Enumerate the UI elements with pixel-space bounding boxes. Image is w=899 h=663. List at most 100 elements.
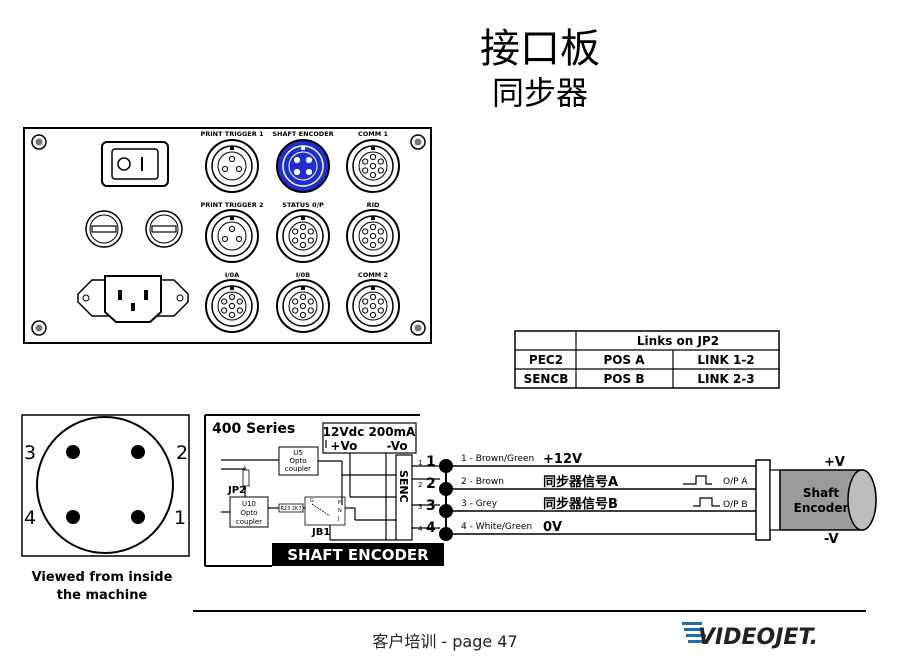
- u10-label: U10: [242, 500, 256, 508]
- jb1-letter: P: [338, 500, 341, 506]
- connector-pin: [221, 307, 228, 314]
- connector-label: I/0B: [296, 271, 310, 279]
- wire-name: 3 - Grey: [461, 499, 498, 509]
- connector-pin: [369, 171, 377, 179]
- panel-connector: [346, 279, 400, 333]
- connector-pin: [377, 158, 384, 165]
- panel-connector: [276, 139, 330, 193]
- connector-pin: [369, 302, 377, 310]
- connector-pin: [228, 311, 236, 319]
- connector-pin: [228, 155, 236, 163]
- connector-pin: [299, 241, 307, 249]
- connector-pin: [305, 156, 313, 164]
- panel-screw: [31, 134, 47, 150]
- supply-label: 12Vdc 200mA: [323, 425, 416, 439]
- supply-label: +Vo -Vo: [330, 439, 407, 453]
- links-table: Links on JP2 PEC2 POS A LINK 1-2 SENCB P…: [514, 330, 780, 389]
- u5-label: U5: [293, 449, 303, 457]
- connector-pin: [299, 302, 307, 310]
- page-title: 接口板: [480, 26, 600, 72]
- connector-pin: [299, 293, 307, 301]
- connector-pin: [221, 165, 229, 173]
- connector-pin: [236, 307, 243, 314]
- terminal-number: 4: [426, 520, 436, 536]
- connector-pin: [307, 237, 314, 244]
- connector-label: COMM 2: [358, 271, 388, 279]
- wire-signal: +12V: [543, 452, 582, 467]
- encoder-minus-label: -V: [824, 532, 839, 547]
- pin-dot: [131, 510, 145, 524]
- panel-connector: [276, 209, 330, 263]
- terminal-small-number: 2: [418, 481, 422, 489]
- wire-name: 1 - Brown/Green: [461, 454, 534, 464]
- connector-pin: [362, 237, 369, 244]
- connector-pin: [369, 223, 377, 231]
- panel-connector: [205, 279, 259, 333]
- connector-pin: [377, 228, 384, 235]
- output-label: O/P B: [723, 500, 748, 510]
- connector-pin: [377, 237, 384, 244]
- page-subtitle: 同步器: [492, 74, 588, 112]
- connector-pin: [369, 153, 377, 161]
- terminal-small-number: 1: [418, 459, 422, 467]
- shaft-encoder-device: Shaft Encoder +V -V: [755, 455, 877, 547]
- videojet-logo: VIDEOJET.: [682, 622, 818, 650]
- connector-pin: [228, 293, 236, 301]
- connector-pin: [362, 167, 369, 174]
- connector-pin: [293, 168, 301, 176]
- pin-dot: [131, 445, 145, 459]
- connector-pin: [292, 298, 299, 305]
- connector-pin: [362, 307, 369, 314]
- power-switch: [101, 141, 169, 187]
- u10-label: coupler: [236, 518, 262, 526]
- series-label: 400 Series: [212, 421, 295, 437]
- links-table-cell: SENCB: [524, 372, 569, 386]
- jb1-letter: J: [337, 516, 339, 522]
- pinout-view: 3 2 4 1 Viewed from inside the machine: [21, 414, 190, 603]
- mains-inlet: [77, 275, 189, 323]
- pin-number: 3: [24, 442, 36, 464]
- jb1-letter: G: [310, 498, 314, 504]
- panel-connector: [205, 209, 259, 263]
- pulse-icon: [683, 475, 712, 485]
- u5-label: Opto: [290, 457, 307, 465]
- terminal-small-number: 4: [418, 525, 423, 533]
- footer-text: 客户培训 - page 47: [372, 632, 517, 651]
- links-table-cell: POS B: [604, 372, 645, 386]
- connector-label: PRINT TRIGGER 1: [200, 130, 264, 138]
- links-table-cell: POS A: [603, 353, 645, 367]
- terminal-number: 2: [426, 476, 436, 492]
- pin-number: 4: [24, 507, 36, 529]
- connector-pin: [369, 241, 377, 249]
- connector-label: SHAFT ENCODER: [272, 130, 333, 138]
- connector-pin: [369, 162, 377, 170]
- pin-number: 2: [176, 442, 188, 464]
- shaft-encoder-banner: SHAFT ENCODER: [287, 546, 429, 564]
- panel-screw: [31, 320, 47, 336]
- connector-pin: [235, 165, 243, 173]
- connector-pin: [299, 223, 307, 231]
- encoder-plus-label: +V: [824, 455, 845, 470]
- u5-label: coupler: [285, 465, 311, 473]
- panel-screw: [410, 320, 426, 336]
- connector-pin: [221, 235, 229, 243]
- panel-screw: [410, 134, 426, 150]
- connector-pin: [299, 311, 307, 319]
- connector-pin: [369, 232, 377, 240]
- connector-pin: [292, 307, 299, 314]
- fuse-holder: [85, 210, 123, 248]
- wire-name: 2 - Brown: [461, 477, 504, 487]
- connector-label: PRINT TRIGGER 2: [200, 201, 263, 209]
- connector-pin: [293, 156, 301, 164]
- terminal-number: 3: [426, 498, 436, 514]
- connector-pin: [228, 302, 236, 310]
- connector-pin: [307, 298, 314, 305]
- output-label: O/P A: [723, 477, 748, 487]
- panel-connector: [346, 139, 400, 193]
- connector-pin: [307, 307, 314, 314]
- fuse-holder: [145, 210, 183, 248]
- links-table-cell: LINK 1-2: [697, 353, 754, 367]
